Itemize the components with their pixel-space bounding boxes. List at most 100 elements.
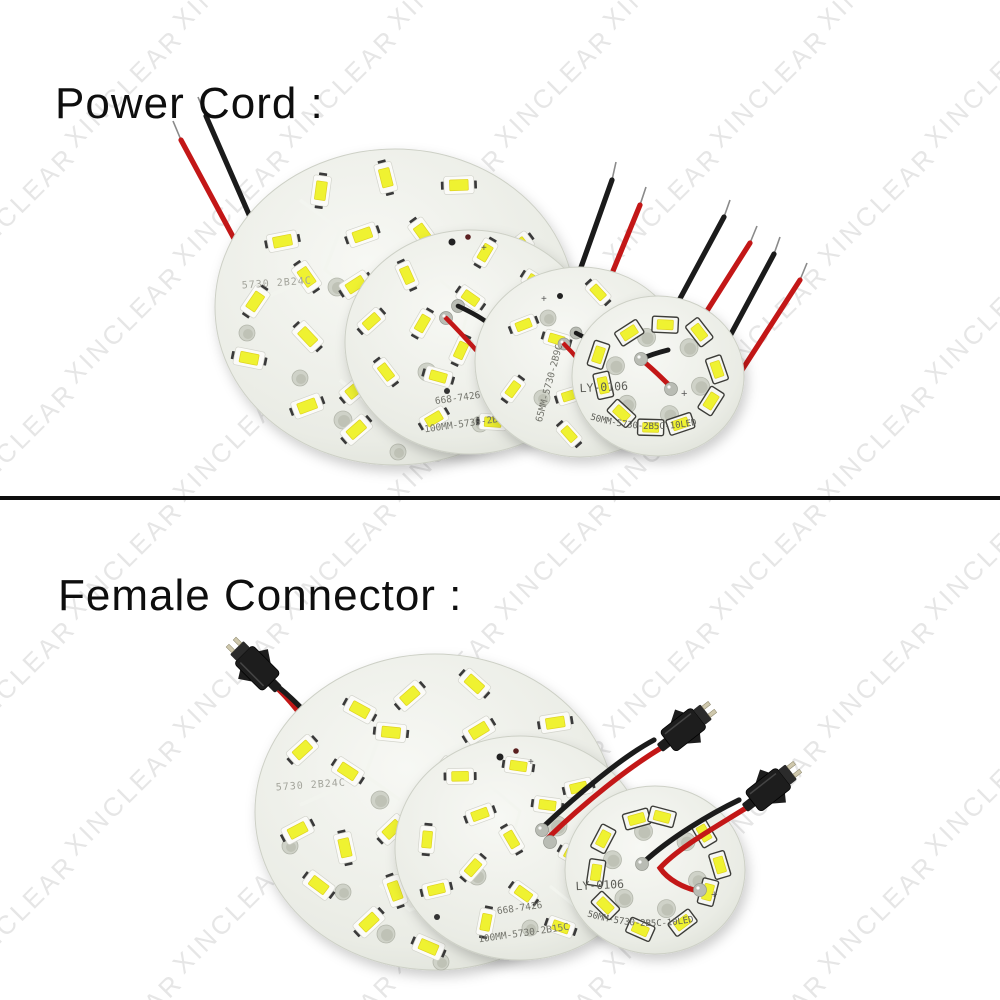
mounting-hole-inner <box>381 929 393 941</box>
section-divider <box>0 496 1000 500</box>
power-cord-graphic: 5730 2B24C + <box>172 96 808 466</box>
mounting-holes <box>606 327 710 425</box>
section-heading-female-connector: Female Connector : <box>58 570 463 620</box>
led-chip <box>500 374 526 404</box>
led-chip <box>330 756 365 787</box>
led-chips <box>417 756 635 940</box>
led-chip <box>393 679 427 712</box>
led-chip <box>264 229 301 253</box>
female-connector-graphic: 5730 2B24C + 668-7426 100MM-5730-2B15C <box>215 626 812 971</box>
led-chip <box>417 405 450 432</box>
mounting-hole-inner <box>437 958 447 968</box>
led-chip <box>421 365 456 388</box>
board-marking: 5730 2B24C <box>275 778 346 794</box>
led-chip <box>705 354 729 385</box>
led-chip <box>507 313 540 337</box>
led-chip <box>536 711 574 734</box>
led-chip <box>417 822 437 857</box>
led-chip <box>440 175 478 195</box>
polarity-mark: + <box>541 294 547 305</box>
led-chip <box>394 258 420 292</box>
led-chip <box>372 356 400 388</box>
led-chip <box>555 420 583 449</box>
board-marking: LY-0106 <box>575 877 624 894</box>
mounting-hole-inner <box>338 415 350 427</box>
led-board-50mm-top: + LY-0106 50MM-5730-2B5C-10LED <box>571 295 745 457</box>
led-chip <box>667 908 698 937</box>
led-chip <box>410 933 447 961</box>
mounting-hole-inner <box>526 924 536 934</box>
led-chip <box>344 221 381 248</box>
mounting-hole-inner <box>695 381 708 394</box>
component-dot <box>444 388 450 394</box>
led-chip <box>409 307 436 340</box>
led-chip <box>301 869 336 901</box>
component-dot <box>557 293 563 299</box>
led-chip <box>530 795 565 815</box>
mounting-hole-inner <box>638 826 651 839</box>
led-chip <box>309 172 332 210</box>
polarity-mark: + <box>681 388 687 400</box>
led-chip <box>708 850 732 880</box>
led-chip <box>291 320 324 354</box>
led-chip <box>372 721 410 743</box>
mounting-hole-inner <box>544 314 554 324</box>
polarity-mark: + <box>711 889 717 901</box>
led-chip <box>443 767 477 785</box>
mounting-hole-inner <box>684 342 697 355</box>
component-dot <box>465 234 471 240</box>
led-chip <box>419 878 454 901</box>
mounting-hole-inner <box>538 394 548 404</box>
led-chip <box>239 284 271 319</box>
led-chip <box>291 260 322 294</box>
component-dot <box>513 748 519 754</box>
led-chip <box>461 715 497 746</box>
led-chip <box>230 346 268 370</box>
led-chip <box>647 805 677 829</box>
led-chip <box>665 412 696 436</box>
sm-connector-board3: + <box>635 749 812 901</box>
mounting-hole-inner <box>243 329 253 339</box>
led-chip <box>285 733 319 767</box>
led-chip <box>584 278 612 307</box>
mounting-hole-inner <box>610 360 623 373</box>
section-heading-power-cord: Power Cord : <box>55 78 324 128</box>
mounting-hole-inner <box>296 374 306 384</box>
led-chip <box>697 385 725 417</box>
component-dot <box>496 753 504 761</box>
led-chip <box>543 915 578 939</box>
led-chip <box>352 905 386 939</box>
led-chip <box>590 890 621 921</box>
led-chips <box>586 315 729 437</box>
mounting-hole-inner <box>607 854 620 867</box>
polarity-mark: + <box>481 243 487 254</box>
mounting-hole-inner <box>618 893 631 906</box>
led-chip <box>636 418 665 437</box>
sm-female-connector <box>730 749 812 826</box>
polarity-mark: + <box>528 757 534 768</box>
mounting-hole-inner <box>661 903 674 916</box>
mounting-hole-inner <box>375 795 387 807</box>
led-chip <box>373 159 399 197</box>
led-chip <box>457 667 491 700</box>
led-chip <box>471 236 499 269</box>
led-chip <box>585 858 607 888</box>
led-chip <box>586 339 611 370</box>
led-board-50mm-bottom: LY-0106 50MM-5730-2B5C-10LED <box>564 785 746 955</box>
led-chip <box>614 319 645 347</box>
component-dot <box>434 914 440 920</box>
led-chip <box>279 815 316 845</box>
led-chip <box>339 413 373 446</box>
sm-female-connector <box>645 689 727 766</box>
led-chip <box>590 823 617 855</box>
component-dot <box>448 238 456 246</box>
led-chip <box>498 823 525 856</box>
led-chip <box>333 829 357 867</box>
led-chip <box>463 802 497 827</box>
sm-connector-board2 <box>535 689 727 849</box>
led-chip <box>501 756 536 776</box>
board-marking: LY-0106 <box>579 379 628 396</box>
led-chip <box>592 370 615 401</box>
